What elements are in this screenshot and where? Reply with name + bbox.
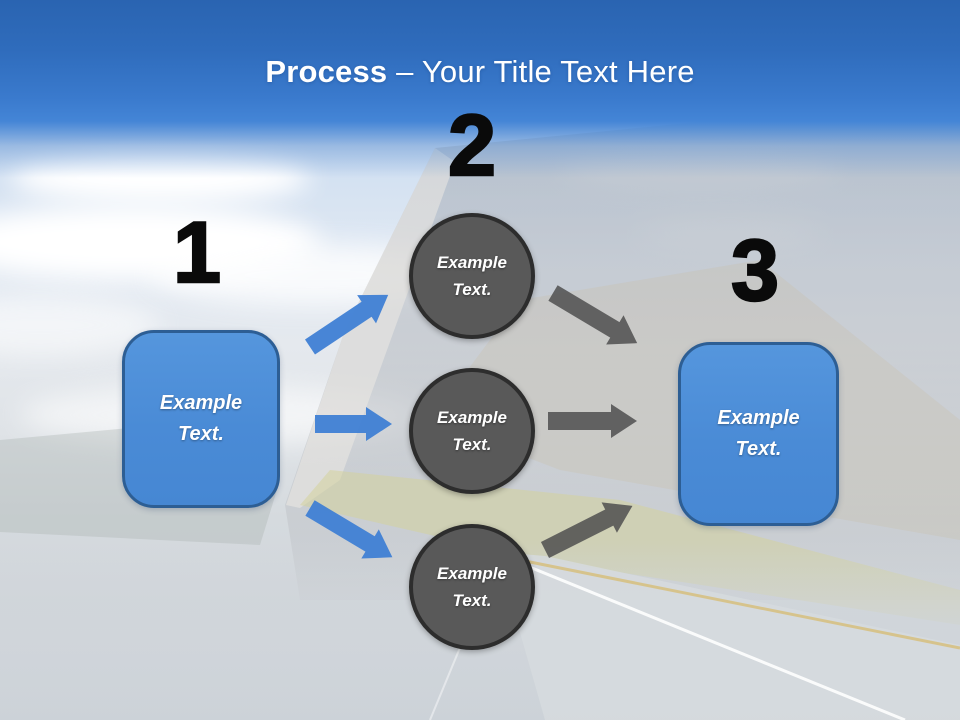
arrow-bottom-circle-to-right[interactable] [537, 491, 640, 566]
slide-title[interactable]: Process – Your Title Text Here [0, 54, 960, 90]
step2-circle-middle[interactable]: Example Text. [409, 368, 535, 494]
step2-circle-bottom-label: Example Text. [437, 563, 507, 610]
step1-box-label: Example Text. [159, 392, 243, 445]
arrow-middle-circle-to-right[interactable] [548, 404, 637, 438]
slide-title-emphasis: Process [265, 54, 388, 89]
arrow-left-to-bottom-circle[interactable] [301, 493, 401, 571]
step1-box[interactable]: Example Text. [122, 330, 280, 508]
step2-circle-top[interactable]: Example Text. [409, 213, 535, 339]
step2-circle-middle-label: Example Text. [437, 407, 507, 454]
step3-box-label: Example Text. [717, 407, 800, 460]
arrow-left-to-middle-circle[interactable] [315, 407, 392, 441]
arrow-left-to-top-circle[interactable] [301, 281, 398, 361]
step2-circle-bottom[interactable]: Example Text. [409, 524, 535, 650]
step-number-1[interactable]: 1 [172, 205, 222, 301]
arrow-top-circle-to-right[interactable] [544, 278, 646, 357]
step2-circle-top-label: Example Text. [437, 252, 507, 299]
step3-box[interactable]: Example Text. [678, 342, 839, 526]
step-number-3[interactable]: 3 [730, 223, 780, 319]
slide-title-rest: – Your Title Text Here [387, 54, 695, 89]
step-number-2[interactable]: 2 [447, 98, 497, 194]
